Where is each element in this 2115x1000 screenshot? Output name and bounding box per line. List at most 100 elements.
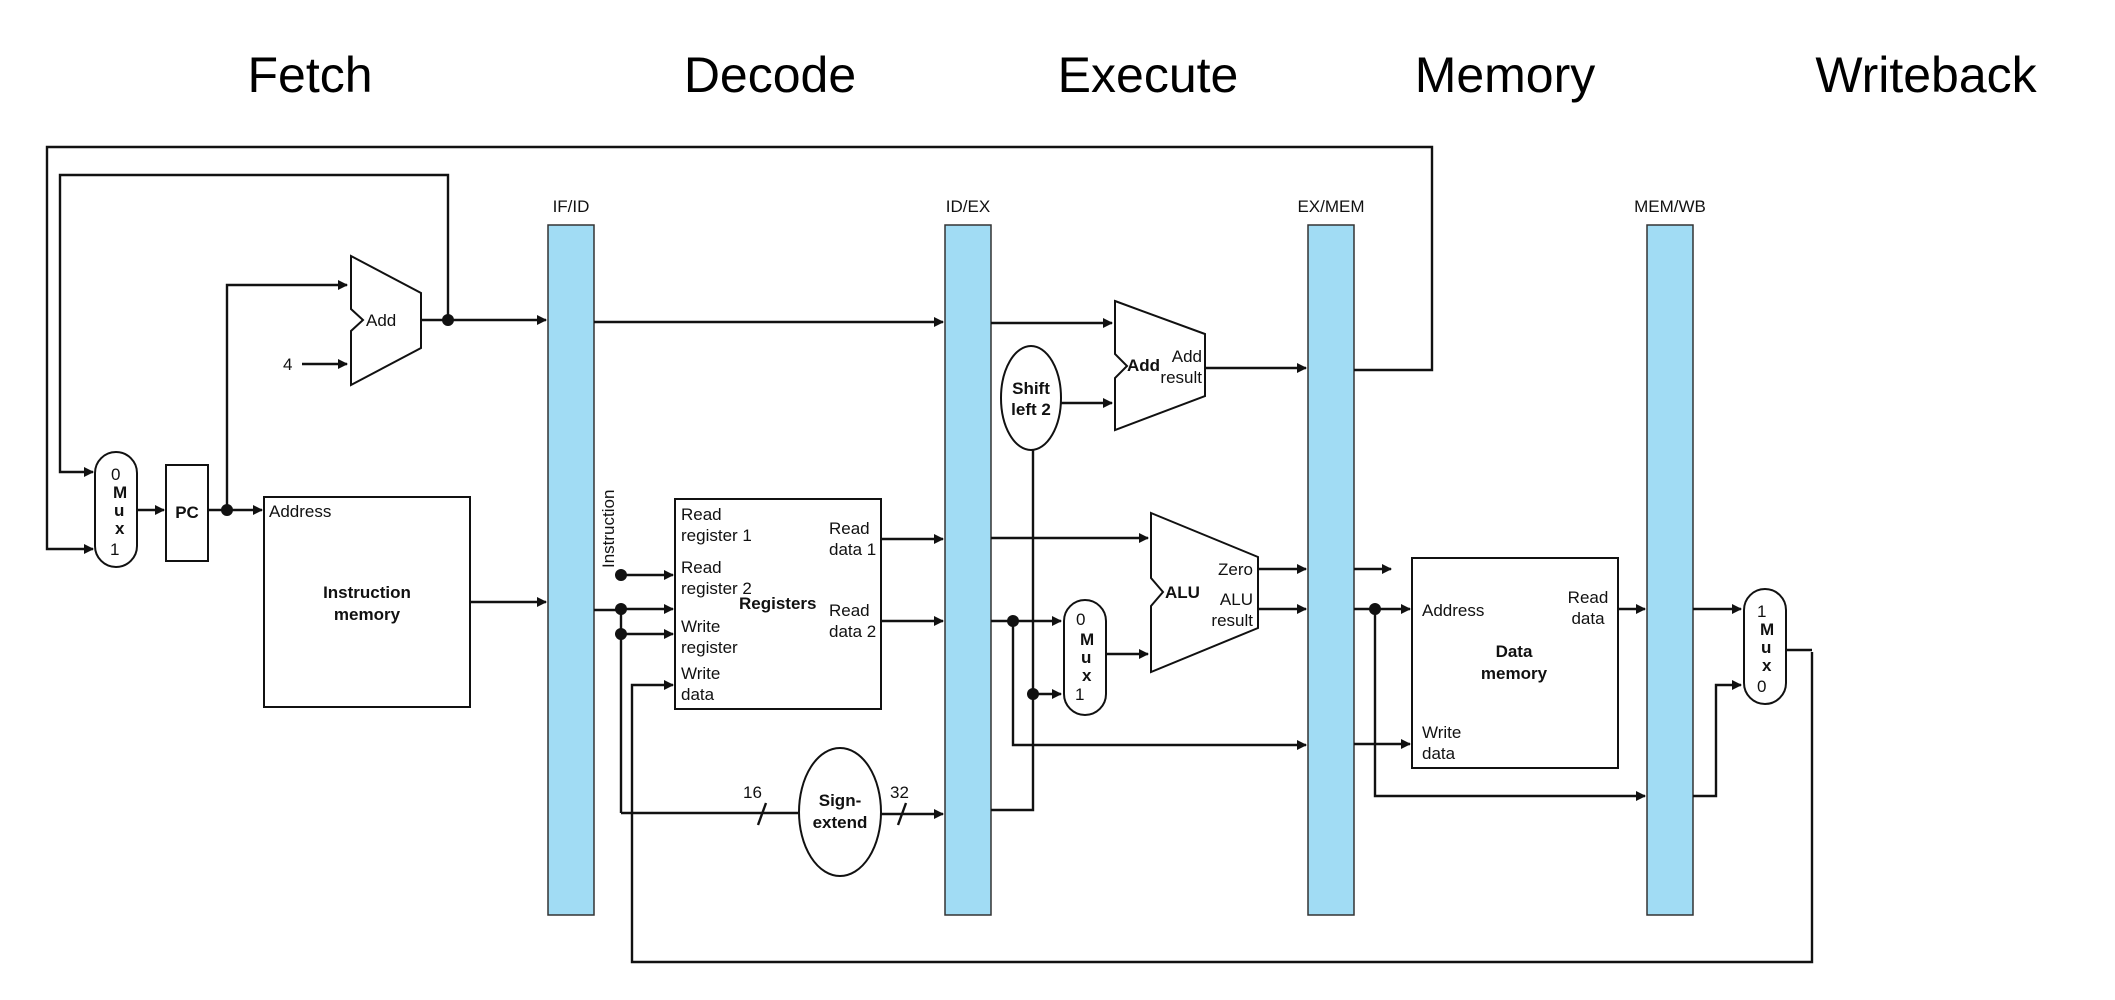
pc-adder-label: Add (366, 311, 396, 330)
imm-to-shift-wire (991, 450, 1035, 812)
wb-mux-label-x: x (1762, 656, 1772, 675)
rd2-forward-wire (1011, 621, 1307, 750)
dmem-write-data-1: Write (1422, 723, 1461, 742)
rr1-label-b: register 1 (681, 526, 752, 545)
id-ex-register (944, 224, 992, 916)
wd-label-a: Write (681, 664, 720, 683)
imm-junction (1027, 688, 1039, 700)
writeback-mux (1743, 588, 1787, 705)
pc-mux-label-u: u (114, 501, 124, 520)
alu-mux-label-u: u (1081, 648, 1091, 667)
bits32-label: 32 (890, 783, 909, 802)
alu-src-mux (1063, 599, 1107, 716)
ex-mem-register (1307, 224, 1355, 916)
imem-title-1: Instruction (323, 583, 411, 602)
rd1-label-a: Read (829, 519, 870, 538)
instr-junction-3 (615, 628, 627, 640)
pc-mux-label-0: 0 (111, 465, 120, 484)
branch-adder-result-1: Add (1172, 347, 1202, 366)
instruction-memory (263, 496, 471, 708)
shift-label-1: Shift (1012, 379, 1050, 398)
imem-address-label: Address (269, 502, 331, 521)
branch-adder-result-2: result (1160, 368, 1202, 387)
wb-mux-label-m: M (1760, 620, 1774, 639)
rr2-label-a: Read (681, 558, 722, 577)
alu-result-label-2: result (1211, 611, 1253, 630)
shift-label-2: left 2 (1011, 400, 1051, 419)
alu-mux-label-0: 0 (1076, 610, 1085, 629)
wb-mux-label-1: 1 (1757, 602, 1766, 621)
alu-mux-label-x: x (1082, 666, 1092, 685)
pc-junction (221, 504, 233, 516)
sign-extend-label-2: extend (813, 813, 868, 832)
pc-label: PC (175, 503, 199, 522)
pc-mux-label-m: M (113, 483, 127, 502)
dmem-title-2: memory (1481, 664, 1548, 683)
memwb-alu-wire (1693, 680, 1742, 798)
register-file (674, 498, 882, 710)
rd1-label-b: data 1 (829, 540, 876, 559)
rr1-label-a: Read (681, 505, 722, 524)
mem-wb-register (1646, 224, 1694, 916)
wb-mux-label-u: u (1761, 638, 1771, 657)
writeback-wire (630, 652, 1814, 964)
dmem-read-data-2: data (1571, 609, 1605, 628)
writeback-stage: 1 M u x 0 (1693, 588, 1812, 798)
instr-junction-2 (615, 603, 627, 615)
stage-writeback: Writeback (1815, 47, 2037, 103)
pc-to-add-wire (225, 280, 348, 510)
dmem-title-1: Data (1496, 642, 1533, 661)
rd2-label-a: Read (829, 601, 870, 620)
adder-out-junction (442, 314, 454, 326)
if-id-register (547, 224, 595, 916)
stage-memory: Memory (1415, 47, 1596, 103)
branch-adder-label: Add (1127, 356, 1160, 375)
alu-label: ALU (1165, 583, 1200, 602)
alu-result-label-1: ALU (1220, 590, 1253, 609)
alu-mux-label-m: M (1080, 630, 1094, 649)
pc-mux-label-x: x (115, 519, 125, 538)
pc-adder (350, 254, 422, 387)
pc-register (165, 464, 209, 562)
bits16-label: 16 (743, 783, 762, 802)
instr-bus-wire (594, 608, 623, 813)
instr-junction-1 (615, 569, 627, 581)
imem-title-2: memory (334, 605, 401, 624)
execute-stage: Shift left 2 Add Add result 0 M u x 1 AL… (991, 299, 1307, 812)
mem-wb-label: MEM/WB (1634, 197, 1706, 216)
stage-fetch: Fetch (247, 47, 372, 103)
id-ex-label: ID/EX (946, 197, 990, 216)
if-id-label: IF/ID (553, 197, 590, 216)
const-four: 4 (283, 355, 292, 374)
memory-stage: Address Read data Data memory Write data (1354, 557, 1646, 801)
pipeline-registers: IF/ID ID/EX EX/MEM MEM/WB (547, 197, 1706, 916)
data-memory (1411, 557, 1619, 769)
sign-extend-unit (798, 747, 882, 877)
stage-headings: Fetch Decode Execute Memory Writeback (247, 47, 2037, 103)
alu-zero-label: Zero (1218, 560, 1253, 579)
registers-title: Registers (739, 594, 816, 613)
instruction-label: Instruction (599, 490, 618, 568)
bits16-tick (756, 802, 768, 826)
wb-mux-label-0: 0 (1757, 677, 1766, 696)
dmem-read-data-1: Read (1568, 588, 1609, 607)
branch-adder (1114, 299, 1206, 432)
bits32-tick (896, 802, 908, 826)
addr-bypass-wire (1373, 609, 1646, 801)
shift-left-unit (1000, 345, 1062, 451)
wr-label-a: Write (681, 617, 720, 636)
stage-execute: Execute (1058, 47, 1239, 103)
rr2-label-b: register 2 (681, 579, 752, 598)
dmem-write-data-2: data (1422, 744, 1456, 763)
stage-decode: Decode (684, 47, 856, 103)
wd-label-b: data (681, 685, 715, 704)
dmem-address-label: Address (1422, 601, 1484, 620)
fetch-stage: 0 M u x 1 PC Add 4 Address Instruction m… (45, 145, 1434, 708)
rd2-label-b: data 2 (829, 622, 876, 641)
decode-stage: Instruction Read register 1 Read registe… (594, 317, 1814, 964)
branch-feedback-wire (45, 145, 1434, 554)
alu-mux-label-1: 1 (1075, 685, 1084, 704)
wr-label-b: register (681, 638, 738, 657)
ex-mem-label: EX/MEM (1297, 197, 1364, 216)
